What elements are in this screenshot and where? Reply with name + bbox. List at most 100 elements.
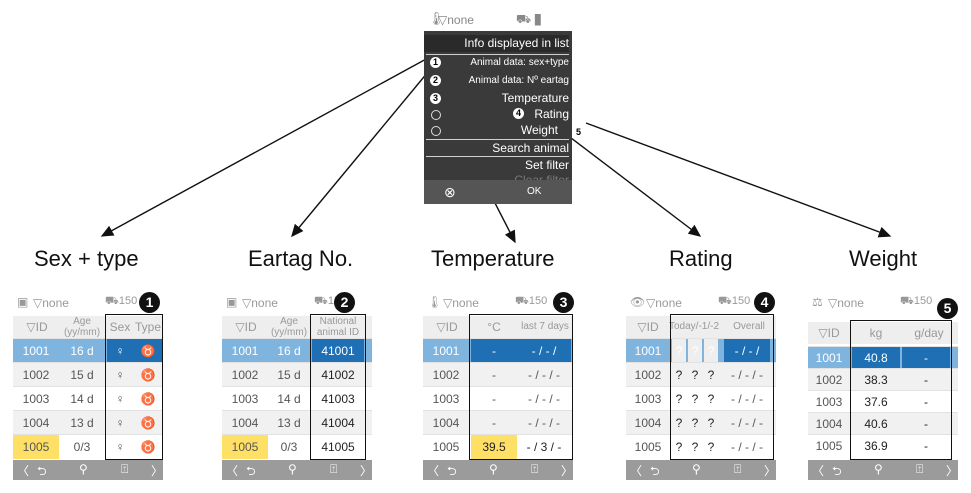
next-icon[interactable]: 〉 bbox=[561, 464, 574, 478]
panel-weight: ⚖ ▽none ⛟150 5 ▽ID kg g/day 1001 40.8 - … bbox=[808, 292, 958, 480]
table-row[interactable]: 1003 ? ? ? - / - / - bbox=[626, 386, 776, 411]
table-row[interactable]: 1001 - - / - / bbox=[423, 338, 573, 363]
badge-2: 2 bbox=[334, 292, 355, 313]
panel-eartag: ▣ ▽none ⛟150 2 ▽ID Age (yy/mm) National … bbox=[222, 292, 372, 480]
age-header[interactable]: Age (yy/mm) bbox=[63, 316, 101, 338]
option-sex-type[interactable]: Animal data: sex+type bbox=[470, 57, 569, 68]
table-row[interactable]: 1001 40.8 - bbox=[808, 346, 958, 369]
table-row[interactable]: 1005 ? ? ? - / - / - bbox=[626, 434, 776, 459]
upload-icon[interactable]: ⍐ bbox=[916, 462, 924, 476]
upload-icon[interactable]: ⍐ bbox=[531, 462, 539, 476]
search-icon[interactable]: ⚲ bbox=[692, 462, 701, 476]
table-row[interactable]: 1004 ? ? ? - / - / - bbox=[626, 410, 776, 435]
panel-rating: 👁 ▽none ⛟150 4 ▽ID Today/-1/-2 Overall 1… bbox=[626, 292, 776, 480]
filter-indicator: ▽none bbox=[33, 296, 69, 310]
search-icon[interactable]: ⚲ bbox=[874, 462, 883, 476]
table-row[interactable]: 1002 15 d ♀ ♉ bbox=[13, 362, 163, 387]
sex-header[interactable]: Sex bbox=[109, 320, 131, 334]
search-animal-item[interactable]: Search animal bbox=[492, 141, 569, 155]
back-icon[interactable]: ⮌ bbox=[246, 464, 256, 478]
radio-rating-icon[interactable] bbox=[431, 110, 441, 120]
kg-header[interactable]: kg bbox=[869, 326, 883, 340]
highlight-box bbox=[469, 314, 573, 460]
table-row[interactable]: 1001 16 d 41001 bbox=[222, 338, 372, 363]
ok-button[interactable]: OK bbox=[527, 186, 542, 197]
calf-icon: ♉ bbox=[140, 368, 156, 382]
menu-footer: ⊗ OK bbox=[424, 180, 572, 204]
last-7-days-header[interactable]: last 7 days bbox=[521, 321, 569, 332]
thermometer-icon: 🌡 bbox=[427, 295, 443, 309]
feeder-counter-icon: ⛟150 bbox=[105, 295, 138, 307]
table-row[interactable]: 1002 - - / - / - bbox=[423, 362, 573, 387]
table-row[interactable]: 1003 14 d 41003 bbox=[222, 386, 372, 411]
table-row[interactable]: 1003 37.6 - bbox=[808, 390, 958, 413]
next-icon[interactable]: 〉 bbox=[764, 464, 777, 478]
table-row[interactable]: 1002 38.3 - bbox=[808, 368, 958, 391]
id-header[interactable]: ▽ID bbox=[818, 326, 840, 340]
id-header[interactable]: ▽ID bbox=[637, 320, 659, 334]
next-icon[interactable]: 〉 bbox=[360, 464, 373, 478]
highlight-box bbox=[310, 314, 366, 460]
cancel-icon[interactable]: ⊗ bbox=[444, 184, 456, 200]
table-row[interactable]: 1001 16 d ♀ ♉ bbox=[13, 338, 163, 363]
badge-1: 1 bbox=[139, 292, 160, 313]
prev-icon[interactable]: 〈 bbox=[226, 464, 239, 478]
nav-bar: 〈 ⮌ ⚲ ⍐ 〉 bbox=[423, 460, 573, 480]
option-eartag[interactable]: Animal data: Nº eartag bbox=[468, 75, 569, 86]
id-header[interactable]: ▽ID bbox=[235, 320, 257, 334]
menu-title: Info displayed in list bbox=[424, 35, 569, 52]
panel-temperature: 🌡 ▽none ⛟150 3 ▽ID °C last 7 days 1001 -… bbox=[423, 292, 574, 480]
table-row[interactable]: 1001 ? ? ? - / - / bbox=[626, 338, 776, 363]
overall-header[interactable]: Overall bbox=[733, 321, 765, 332]
national-id-header[interactable]: National animal ID bbox=[316, 316, 360, 338]
table-row[interactable]: 1002 ? ? ? - / - / - bbox=[626, 362, 776, 387]
option-3-marker: 3 bbox=[430, 93, 441, 104]
celsius-header[interactable]: °C bbox=[487, 320, 501, 334]
nav-bar: 〈 ⮌ ⚲ ⍐ 〉 bbox=[808, 460, 958, 480]
table-row[interactable]: 1005 39.5 - / 3 / - bbox=[423, 434, 573, 459]
table-row[interactable]: 1005 0/3 ♀ ♉ bbox=[13, 434, 163, 459]
type-header[interactable]: Type bbox=[134, 320, 161, 334]
upload-icon[interactable]: ⍐ bbox=[734, 462, 742, 476]
prev-icon[interactable]: 〈 bbox=[427, 464, 440, 478]
search-icon[interactable]: ⚲ bbox=[489, 462, 498, 476]
table-row[interactable]: 1003 - - / - / - bbox=[423, 386, 573, 411]
table-row[interactable]: 1005 36.9 - bbox=[808, 434, 958, 457]
table-row[interactable]: 1005 0/3 41005 bbox=[222, 434, 372, 459]
set-filter-item[interactable]: Set filter bbox=[524, 158, 569, 172]
filter-indicator: ▽none bbox=[443, 296, 479, 310]
search-icon[interactable]: ⚲ bbox=[79, 462, 88, 476]
upload-icon[interactable]: ⍐ bbox=[121, 462, 129, 476]
option-weight[interactable]: Weight bbox=[520, 123, 558, 137]
id-header[interactable]: ▽ID bbox=[436, 320, 458, 334]
next-icon[interactable]: 〉 bbox=[151, 464, 164, 478]
back-icon[interactable]: ⮌ bbox=[447, 464, 457, 478]
search-icon[interactable]: ⚲ bbox=[288, 462, 297, 476]
age-header[interactable]: Age (yy/mm) bbox=[270, 316, 308, 338]
back-icon[interactable]: ⮌ bbox=[650, 464, 660, 478]
id-header[interactable]: ▽ID bbox=[26, 320, 48, 334]
filter-indicator: ▽none bbox=[438, 13, 474, 27]
upload-icon[interactable]: ⍐ bbox=[330, 462, 338, 476]
calf-icon: ♉ bbox=[140, 440, 156, 454]
badge-5: 5 bbox=[937, 298, 958, 319]
table-row[interactable]: 1003 14 d ♀ ♉ bbox=[13, 386, 163, 411]
radio-weight-icon[interactable] bbox=[431, 126, 441, 136]
filter-indicator: ▽none bbox=[242, 296, 278, 310]
table-row[interactable]: 1004 13 d ♀ ♉ bbox=[13, 410, 163, 435]
prev-icon[interactable]: 〈 bbox=[630, 464, 643, 478]
prev-icon[interactable]: 〈 bbox=[812, 464, 825, 478]
table-row[interactable]: 1004 40.6 - bbox=[808, 412, 958, 435]
prev-icon[interactable]: 〈 bbox=[17, 464, 30, 478]
today-header[interactable]: Today/-1/-2 bbox=[668, 321, 720, 332]
option-rating[interactable]: Rating bbox=[534, 107, 569, 121]
back-icon[interactable]: ⮌ bbox=[37, 464, 47, 478]
back-icon[interactable]: ⮌ bbox=[832, 464, 842, 478]
badge-3: 3 bbox=[553, 292, 574, 313]
table-row[interactable]: 1002 15 d 41002 bbox=[222, 362, 372, 387]
table-row[interactable]: 1004 - - / - / - bbox=[423, 410, 573, 435]
option-temperature[interactable]: Temperature bbox=[501, 91, 569, 105]
g-per-day-header[interactable]: g/day bbox=[914, 326, 944, 340]
table-row[interactable]: 1004 13 d 41004 bbox=[222, 410, 372, 435]
next-icon[interactable]: 〉 bbox=[946, 464, 959, 478]
